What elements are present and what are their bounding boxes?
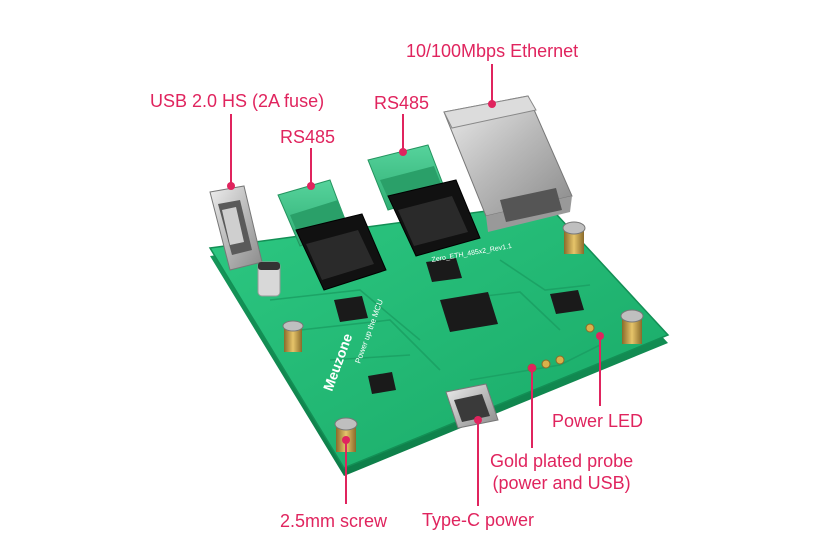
label-screw: 2.5mm screw [280,511,388,531]
screw-left [282,320,304,352]
label-typec: Type-C power [422,510,535,530]
callout-dots [227,100,604,444]
label-rs485-left: RS485 [280,127,336,147]
label-usb: USB 2.0 HS (2A fuse) [150,91,325,111]
rs485-terminal-left [277,179,387,291]
ethernet-jack [443,95,573,232]
label-probe-line2: (power and USB) [492,473,631,493]
label-rs485-right: RS485 [374,93,430,113]
standoff-screws [282,221,644,452]
screw-top-right [562,221,586,254]
screw-right [620,309,644,344]
screw-bottom [334,417,358,452]
label-probe: Gold plated probe (power and USB) [490,450,633,494]
label-ethernet: 10/100Mbps Ethernet [406,41,579,61]
type-c-connector [445,383,499,429]
ic-chips [334,258,584,394]
label-power-led: Power LED [552,411,644,431]
callout-lines [230,64,601,506]
rs485-terminal-right [367,144,481,257]
label-probe-line1: Gold plated probe [490,451,634,471]
capacitor [257,261,281,297]
